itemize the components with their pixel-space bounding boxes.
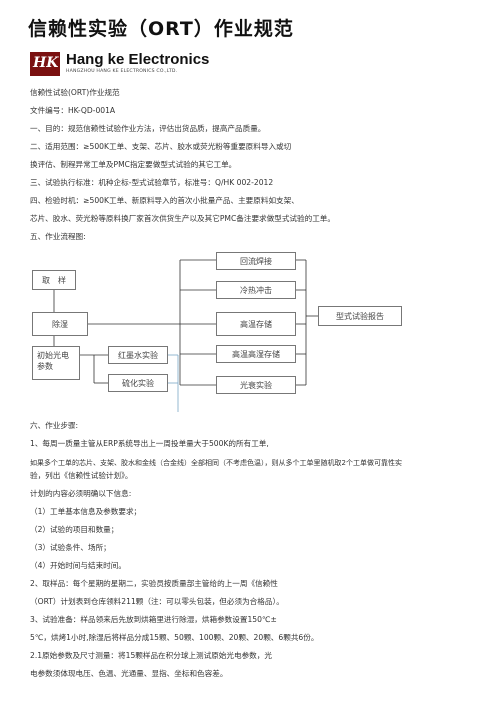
logo-mark-icon: HK: [30, 52, 60, 76]
section-purpose: 一、目的：规范信赖性试验作业方法，评估出货品质，提高产品质量。: [30, 124, 266, 133]
step-3-line-2: 5℃，烘烤1小时,除湿后将样品分成15颗、50颗、100颗、20颗、20颗、6颗…: [30, 633, 319, 642]
plan-item-2: （2）试验的项目和数量；: [30, 525, 119, 534]
plan-item-3: （3）试验条件、场所；: [30, 543, 111, 552]
step-3-line-1: 3、试验准备：样品领来后先放到烘箱里进行除湿，烘箱参数设置150℃±: [30, 615, 277, 624]
flow-step-reflow: 回流焊接: [216, 252, 296, 270]
step-1-line-3: 验，列出《信赖性试验计划》。: [30, 471, 133, 480]
logo-mark-text: HK: [33, 55, 59, 71]
step-2-1-line-1: 2.1原始参数及尺寸测量：将15颗样品在积分球上测试原始光电参数，光: [30, 651, 272, 660]
flow-step-sample: 取 样: [32, 270, 76, 290]
step-2-line-2: （ORT）计划表到仓库领料211颗（注：可以零头包装，但必须为合格品）。: [30, 597, 284, 606]
logo-company-name: Hang ke Electronics: [66, 51, 210, 68]
flow-step-red-ink: 红墨水实验: [108, 346, 168, 364]
flow-step-initial-params: 初始光电 参数: [32, 346, 80, 380]
step-2-1-line-2: 电参数须体现电压、色温、光通量、显指、坐标和色容差。: [30, 669, 228, 678]
flow-step-thermal-shock: 冷热冲击: [216, 281, 296, 299]
flow-step-high-temp-humid: 高温高湿存储: [216, 345, 296, 363]
flow-step-dehumidify: 除湿: [32, 312, 88, 336]
step-1-line-1: 1、每周一质量主管从ERP系统导出上一周投单量大于500K的所有工单,: [30, 439, 269, 448]
section-scope-2: 换评估、制程异常工单及PMC指定要做型式试验的其它工单。: [30, 160, 237, 169]
doc-number: 文件编号：HK-QD-001A: [30, 106, 116, 115]
flow-step-sulfur: 硫化实验: [108, 374, 168, 392]
flow-step-light-decay: 光衰实验: [216, 376, 296, 394]
plan-item-4: （4）开始时间与结束时间。: [30, 561, 126, 570]
section-timing-1: 四、检验时机：≥500K工单、新原料导入的首次小批量产品、主要原料如支架、: [30, 196, 299, 205]
section-flowchart-heading: 五、作业流程图:: [30, 232, 86, 241]
document-title: 信赖性实验（ORT）作业规范: [28, 18, 294, 40]
company-logo: HK Hang ke Electronics HANGZHOU HANG KE …: [30, 51, 209, 79]
flow-step-high-temp-storage: 高温存储: [216, 312, 296, 336]
section-standard: 三、试验执行标准：机种企标-型式试验章节，标准号：Q/HK 002-2012: [30, 178, 274, 187]
section-steps-heading: 六、作业步骤:: [30, 421, 79, 430]
plan-contents-intro: 计划的内容必须明确以下信息:: [30, 489, 132, 498]
logo-company-subtitle: HANGZHOU HANG KE ELECTRONICS CO.,LTD.: [66, 69, 178, 74]
flow-step-report: 型式试验报告: [318, 306, 402, 326]
doc-subtitle: 信赖性试验(ORT)作业规范: [30, 88, 120, 97]
step-1-line-2: 如果多个工单的芯片、支架、胶水和金线（合金线）全部相同（不考虑色温），则从多个工…: [30, 459, 402, 467]
section-timing-2: 芯片、胶水、荧光粉等原料换厂家首次供货生产以及其它PMC备注要求做型式试验的工单…: [30, 214, 335, 223]
step-2-line-1: 2、取样品：每个星期的星期二，实验员按质量部主管给的上一周《信赖性: [30, 579, 278, 588]
section-scope-1: 二、适用范围：≥500K工单、支架、芯片、胶水或荧光粉等重要原料导入或切: [30, 142, 292, 151]
plan-item-1: （1）工单基本信息及参数要求；: [30, 507, 142, 516]
